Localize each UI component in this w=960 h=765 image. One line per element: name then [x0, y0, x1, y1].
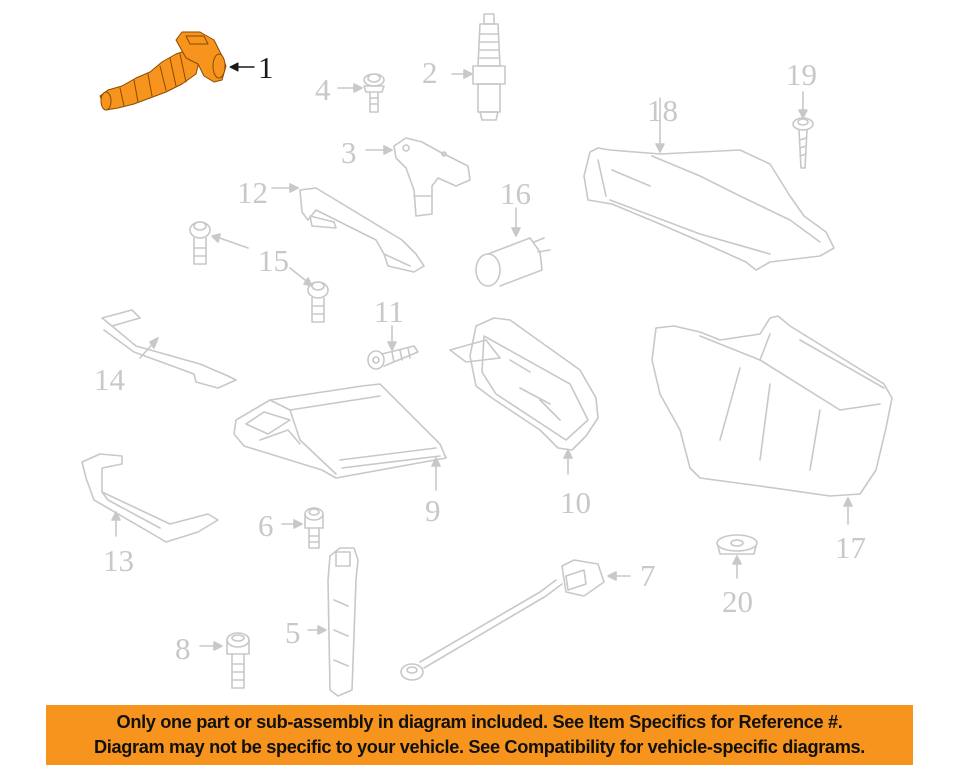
callout-14: 14: [94, 362, 125, 397]
callout-2: 2: [422, 55, 438, 90]
bracket-icon: [101, 309, 237, 389]
screw-icon: [792, 91, 814, 169]
bolt-icon: [281, 507, 324, 549]
callout-17: 17: [835, 530, 866, 565]
callout-6: 6: [258, 508, 274, 543]
callout-19: 19: [786, 57, 817, 92]
spark-plug-icon: [451, 13, 506, 121]
fuse-carrier-icon: [449, 317, 599, 475]
air-cover-icon: [583, 97, 835, 271]
relay-icon: [475, 207, 551, 287]
air-filter-housing-icon: [651, 315, 893, 525]
callout-20: 20: [722, 584, 753, 619]
disclaimer-line-1: Only one part or sub-assembly in diagram…: [116, 712, 843, 732]
callout-3: 3: [341, 135, 357, 170]
callout-4: 4: [315, 72, 331, 107]
callout-1: 1: [258, 50, 274, 85]
callout-5: 5: [285, 615, 301, 650]
knock-sensor-icon: [400, 559, 631, 681]
bolt-icon: [189, 221, 329, 323]
callout-18: 18: [647, 93, 678, 128]
callout-15: 15: [258, 243, 289, 278]
disclaimer-line-2: Diagram may not be specific to your vehi…: [94, 737, 865, 757]
grommet-icon: [716, 534, 758, 579]
disclaimer-banner: Only one part or sub-assembly in diagram…: [46, 705, 913, 765]
callout-7: 7: [640, 558, 656, 593]
sensor-icon: [365, 137, 471, 217]
bolt-icon: [337, 73, 385, 113]
camshaft-sensor-icon: [307, 547, 359, 697]
ignition-coil-icon[interactable]: [99, 31, 227, 111]
bracket-icon: [81, 453, 219, 543]
callout-13: 13: [103, 543, 134, 578]
callout-10: 10: [560, 485, 591, 520]
callout-12: 12: [237, 175, 268, 210]
bolt-icon: [367, 325, 419, 370]
ecu-icon: [233, 383, 447, 491]
callout-8: 8: [175, 631, 191, 666]
callout-16: 16: [500, 176, 531, 211]
bolt-icon: [199, 632, 250, 689]
callout-9: 9: [425, 493, 441, 528]
callout-11: 11: [374, 294, 404, 329]
bracket-icon: [271, 183, 425, 273]
